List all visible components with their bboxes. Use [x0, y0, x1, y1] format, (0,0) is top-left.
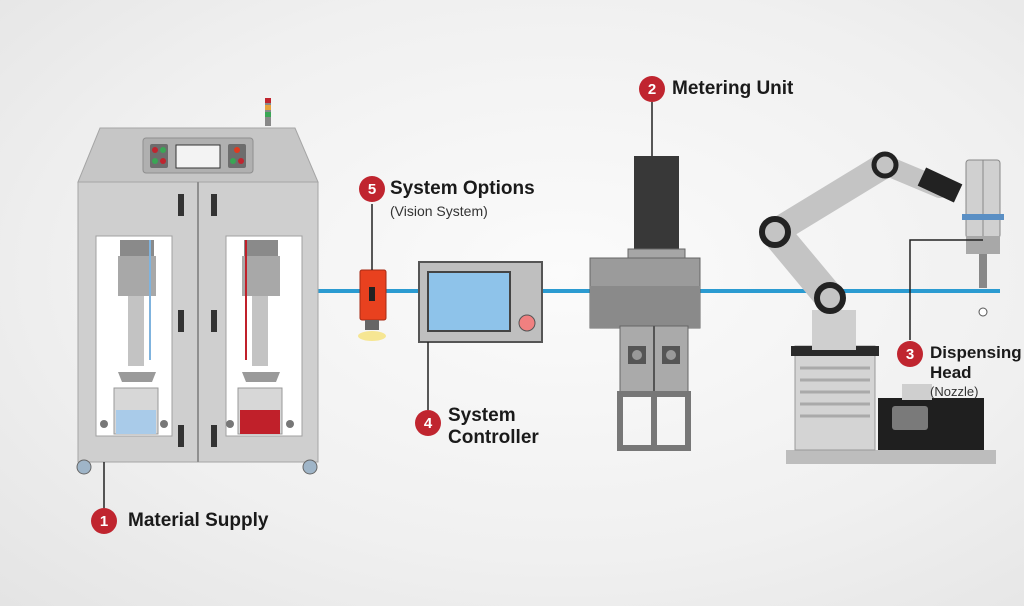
material-supply-cabinet — [76, 98, 319, 475]
robot-arm — [759, 151, 996, 464]
system-controller — [418, 261, 543, 343]
callout-badge-5: 5 — [359, 176, 385, 202]
system-options-sub: (Vision System) — [390, 203, 488, 219]
callout-badge-3: 3 — [897, 341, 923, 367]
metering-unit — [589, 156, 701, 451]
leader-lines — [103, 102, 983, 508]
system-options-label: System Options — [390, 178, 535, 199]
dispensing-head-label-1: Dispensing — [930, 343, 1022, 362]
material-supply-label: Material Supply — [128, 510, 269, 531]
metering-unit-label: Metering Unit — [672, 78, 794, 99]
callout-badge-4: 4 — [415, 410, 441, 436]
callout-badge-1: 1 — [91, 508, 117, 534]
dispensing-head-sub: (Nozzle) — [930, 384, 979, 399]
system-controller-label-2: Controller — [448, 427, 539, 448]
vision-camera — [358, 269, 387, 341]
dispensing-head-label-2: Head — [930, 363, 972, 382]
system-controller-label-1: System — [448, 405, 516, 426]
callout-badge-2: 2 — [639, 76, 665, 102]
